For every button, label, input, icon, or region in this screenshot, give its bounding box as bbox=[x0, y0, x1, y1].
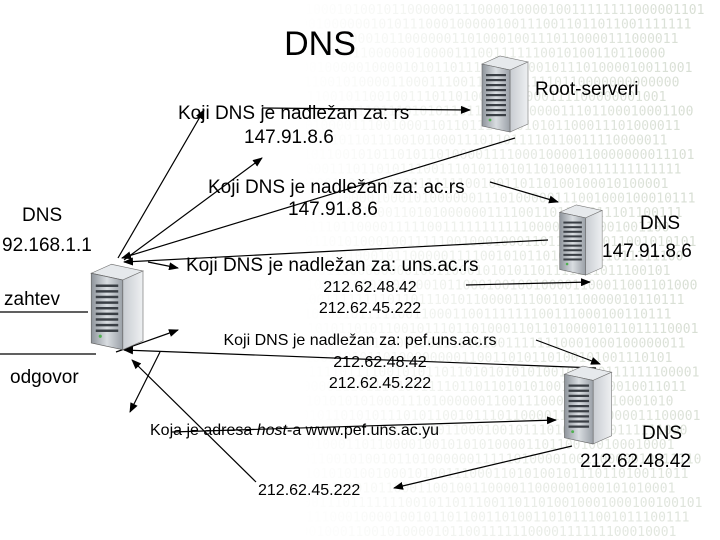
ac-dns-address: 212.62.48.42 bbox=[580, 451, 691, 472]
arrow-query-host bbox=[171, 416, 557, 433]
query-host-address: Koja je adresa host-a www.pef.uns.ac.yu bbox=[150, 422, 439, 440]
query-host-emphasis: host bbox=[256, 422, 287, 439]
answer-ac-rs: 147.91.8.6 bbox=[288, 199, 378, 220]
rs-dns-address: 147.91.8.6 bbox=[602, 241, 692, 262]
root-servers-label: Root-serveri bbox=[535, 79, 639, 100]
arrow-answer-rs bbox=[261, 105, 471, 114]
arrow-answer-host bbox=[393, 445, 573, 490]
answer-pef-uns-ac-rs-2: 212.62.45.222 bbox=[328, 375, 432, 392]
arrow-response-to-local bbox=[129, 351, 161, 413]
arrow-query-uns bbox=[147, 261, 179, 271]
local-dns-address: 92.168.1.1 bbox=[2, 235, 92, 256]
page-title: DNS bbox=[284, 25, 356, 63]
rs-dns-server-icon bbox=[559, 204, 603, 276]
local-dns-label: DNS bbox=[22, 205, 63, 226]
arrow-query-rs bbox=[117, 109, 205, 259]
query-host-prefix: Koja je adresa bbox=[150, 422, 257, 439]
query-pef-uns-ac-rs: Koji DNS je nadležan za: pef.uns.ac.rs bbox=[223, 332, 497, 349]
query-host-suffix: -a www.pef.uns.ac.yu bbox=[286, 422, 440, 439]
arrow-answer-pef bbox=[535, 339, 601, 365]
arrow-answer-uns bbox=[465, 278, 591, 287]
arrow-answer-ac-rs bbox=[489, 181, 559, 204]
arrow-host-to-local bbox=[131, 359, 257, 483]
query-ac-rs: Koji DNS je nadležan za: ac.rs bbox=[208, 177, 465, 198]
query-rs: Koji DNS je nadležan za: rs bbox=[178, 103, 410, 124]
arrow-query-ac-rs bbox=[123, 157, 263, 261]
query-uns-ac-rs: Koji DNS je nadležan za: uns.ac.rs bbox=[186, 255, 479, 276]
arrow-dns147-to-local bbox=[123, 239, 549, 266]
request-label: zahtev bbox=[4, 289, 60, 310]
answer-uns-ac-rs-2: 212.62.45.222 bbox=[318, 300, 422, 317]
arrow-root-to-local bbox=[121, 137, 516, 260]
response-label: odgovor bbox=[10, 367, 79, 388]
root-server-icon bbox=[481, 55, 529, 133]
local-dns-server-icon bbox=[90, 263, 144, 351]
answer-host-address: 212.62.45.222 bbox=[258, 482, 361, 499]
rs-dns-label: DNS bbox=[639, 213, 681, 234]
answer-rs: 147.91.8.6 bbox=[244, 127, 334, 148]
answer-pef-uns-ac-rs-1: 212.62.48.42 bbox=[333, 354, 427, 371]
ac-dns-label: DNS bbox=[641, 423, 683, 444]
answer-uns-ac-rs-1: 212.62.48.42 bbox=[323, 279, 417, 296]
arrow-dns212-to-local bbox=[123, 346, 597, 369]
